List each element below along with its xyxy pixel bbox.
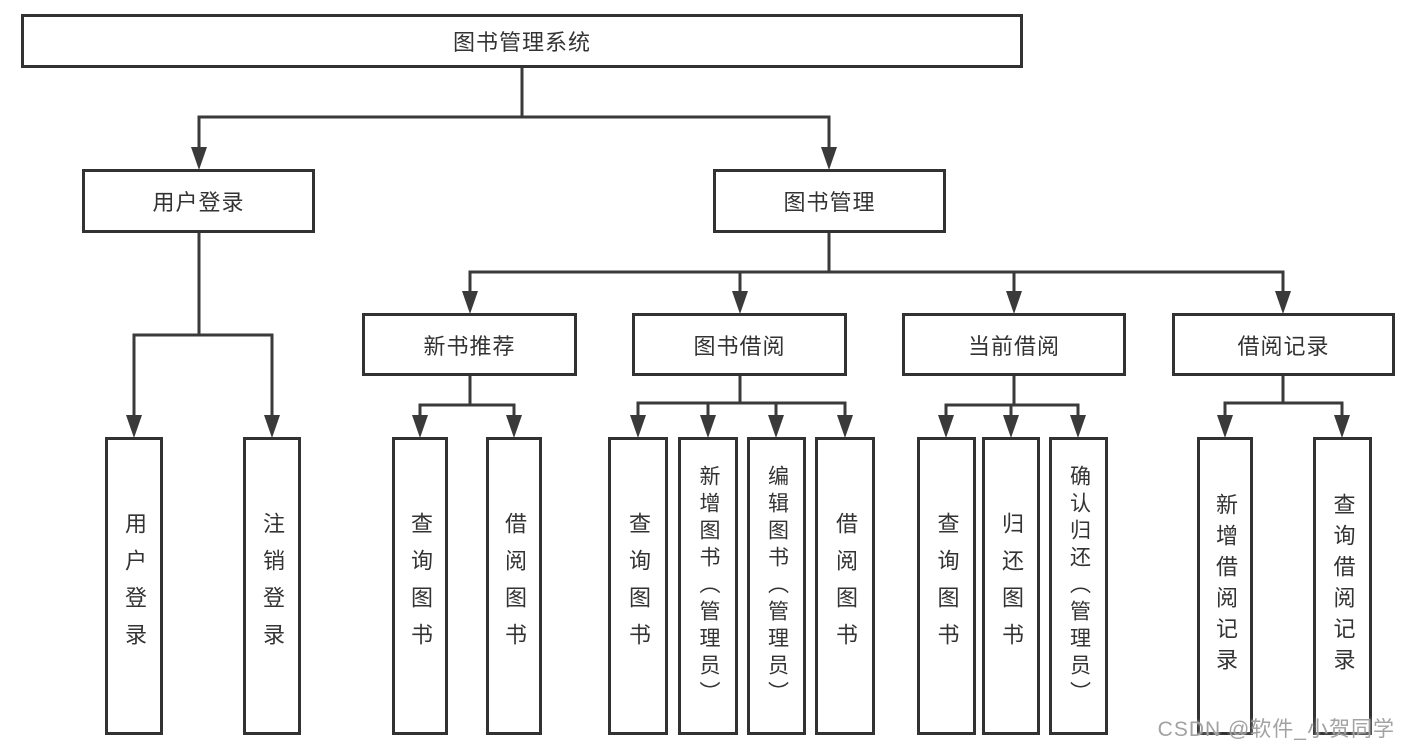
- node-user-login-leaf: 用户登录: [105, 437, 163, 735]
- node-borrow-books: 借阅图书: [486, 437, 542, 735]
- node-logout: 注销登录: [243, 437, 301, 735]
- node-confirm-return-admin: 确认归还（管理员）: [1049, 437, 1108, 735]
- node-book-borrowing: 图书借阅: [632, 313, 847, 376]
- node-edit-books-admin: 编辑图书（管理员）: [747, 437, 806, 735]
- node-add-books-admin: 新增图书（管理员）: [678, 437, 738, 735]
- node-borrow-books: 借阅图书: [815, 437, 875, 735]
- node-book-management: 图书管理: [713, 169, 946, 233]
- csdn-watermark: CSDN @软件_小贺同学: [1157, 718, 1395, 741]
- node-add-borrow-record: 新增借阅记录: [1197, 437, 1253, 735]
- node-query-borrow-record: 查询借阅记录: [1313, 437, 1372, 735]
- node-query-books: 查询图书: [917, 437, 976, 735]
- node-query-books: 查询图书: [608, 437, 668, 735]
- node-return-books: 归还图书: [982, 437, 1040, 735]
- node-new-book-recommend: 新书推荐: [362, 313, 577, 376]
- node-user-login: 用户登录: [82, 169, 315, 233]
- node-query-books: 查询图书: [392, 437, 448, 735]
- node-library-system: 图书管理系统: [21, 14, 1023, 68]
- node-current-borrow: 当前借阅: [902, 313, 1126, 376]
- node-borrow-records: 借阅记录: [1172, 313, 1395, 376]
